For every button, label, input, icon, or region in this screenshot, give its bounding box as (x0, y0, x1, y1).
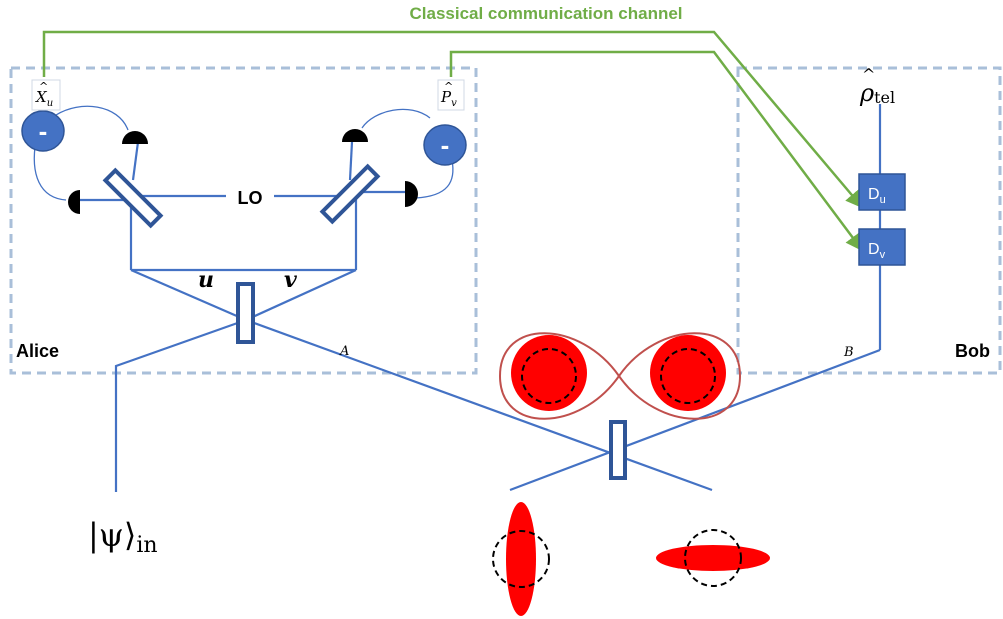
x-readout-frame (31, 79, 61, 111)
p-readout-label: Pv (440, 88, 457, 109)
p-readout-hat: ^ (444, 80, 453, 93)
classical-channel (42, 30, 864, 252)
detector-icon (68, 190, 80, 214)
x-homodyne-beamsplitter (102, 167, 164, 229)
detector-icon (122, 131, 148, 144)
bob-box (736, 66, 1002, 375)
squeezed-state-vertical (492, 502, 550, 616)
photodetectors (68, 129, 418, 214)
displacement-v-label: Dv (868, 241, 886, 261)
mode-v-label: v (284, 267, 297, 293)
x-subtractor: - (21, 110, 65, 152)
detector-icon (405, 181, 418, 207)
svg-text:-: - (441, 130, 450, 160)
input-state-label: |ψ⟩in (88, 516, 158, 558)
x-readout-hat: ^ (39, 80, 48, 93)
channel-label: Classical communication channel (409, 4, 682, 23)
alice-beamsplitter (236, 282, 255, 344)
epr-mode-right (650, 335, 726, 411)
displacement-u-box (858, 173, 906, 211)
lo-label: LO (238, 188, 263, 208)
p-subtractor: - (423, 124, 467, 166)
squeezed-state-horizontal (656, 529, 770, 587)
bob-port-label: B (843, 345, 854, 360)
output-state-label: ρtel (859, 79, 895, 107)
alice-box (9, 66, 478, 375)
epr-mode-left (511, 335, 587, 411)
svg-text:-: - (39, 116, 48, 146)
alice-port-label: A (339, 344, 349, 359)
p-homodyne-beamsplitter (319, 163, 381, 225)
displacement-u-label: Du (868, 186, 886, 206)
beam-paths (78, 104, 882, 492)
x-readout-label: Xu (35, 88, 53, 109)
displacement-v-box (858, 228, 906, 266)
epr-beamsplitter (609, 420, 627, 480)
p-readout-frame (437, 79, 465, 111)
entanglement-loop (498, 332, 742, 420)
mode-u-label: u (198, 267, 214, 293)
lo-label-bg (226, 184, 274, 210)
output-hat: ^ (862, 65, 875, 84)
detector-icon (342, 129, 368, 142)
alice-label: Alice (16, 341, 59, 361)
bob-label: Bob (955, 341, 990, 361)
